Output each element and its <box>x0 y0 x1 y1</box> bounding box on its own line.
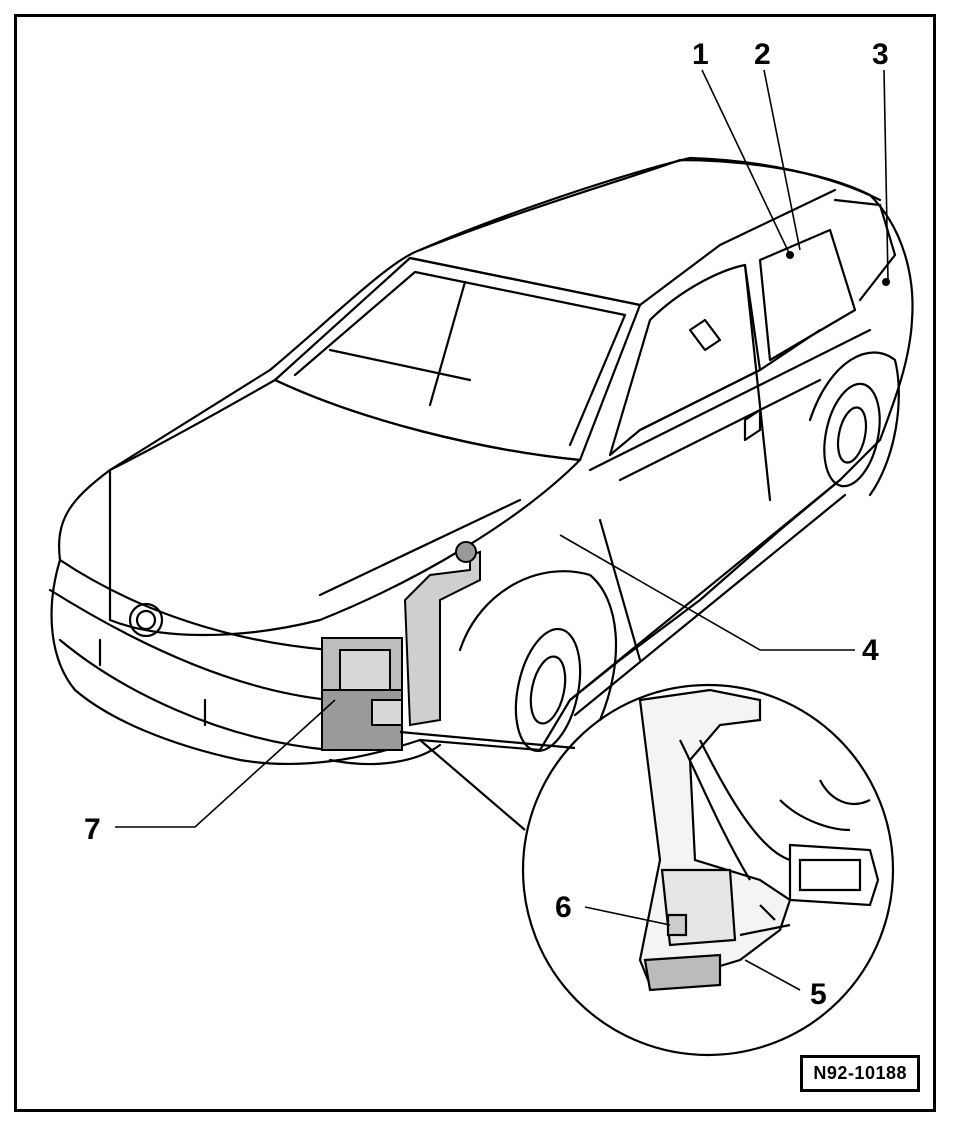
callout-5: 5 <box>810 978 827 1011</box>
hood <box>108 378 582 637</box>
side-window-rear <box>758 228 857 362</box>
callout-1: 1 <box>692 38 709 71</box>
emblem <box>128 602 164 638</box>
callout-4: 4 <box>862 634 879 667</box>
side-window-front <box>608 263 762 457</box>
windshield <box>273 256 642 462</box>
leader-4 <box>559 534 855 651</box>
leader-6 <box>584 906 671 926</box>
hydraulic-unit <box>321 541 481 751</box>
rear-wheel-arch <box>808 351 900 497</box>
car-body-outline <box>50 158 914 766</box>
front-wheel <box>514 627 582 753</box>
leader-lines <box>115 69 889 991</box>
roof <box>418 156 882 252</box>
callout-6: 6 <box>555 891 572 924</box>
front-bumper <box>48 558 442 766</box>
front-wheel-arch <box>458 570 618 722</box>
leader-3 <box>883 69 889 281</box>
leader-7 <box>115 699 336 828</box>
leader-1 <box>701 69 791 256</box>
callout-2: 2 <box>754 38 771 71</box>
leader-2 <box>763 69 801 251</box>
callout-7: 7 <box>84 813 101 846</box>
detail-circle <box>399 683 895 1057</box>
reference-code-label: N92-10188 <box>800 1055 920 1092</box>
callout-3: 3 <box>872 38 889 71</box>
leader-5 <box>744 959 801 991</box>
rear-wheel <box>823 382 881 488</box>
